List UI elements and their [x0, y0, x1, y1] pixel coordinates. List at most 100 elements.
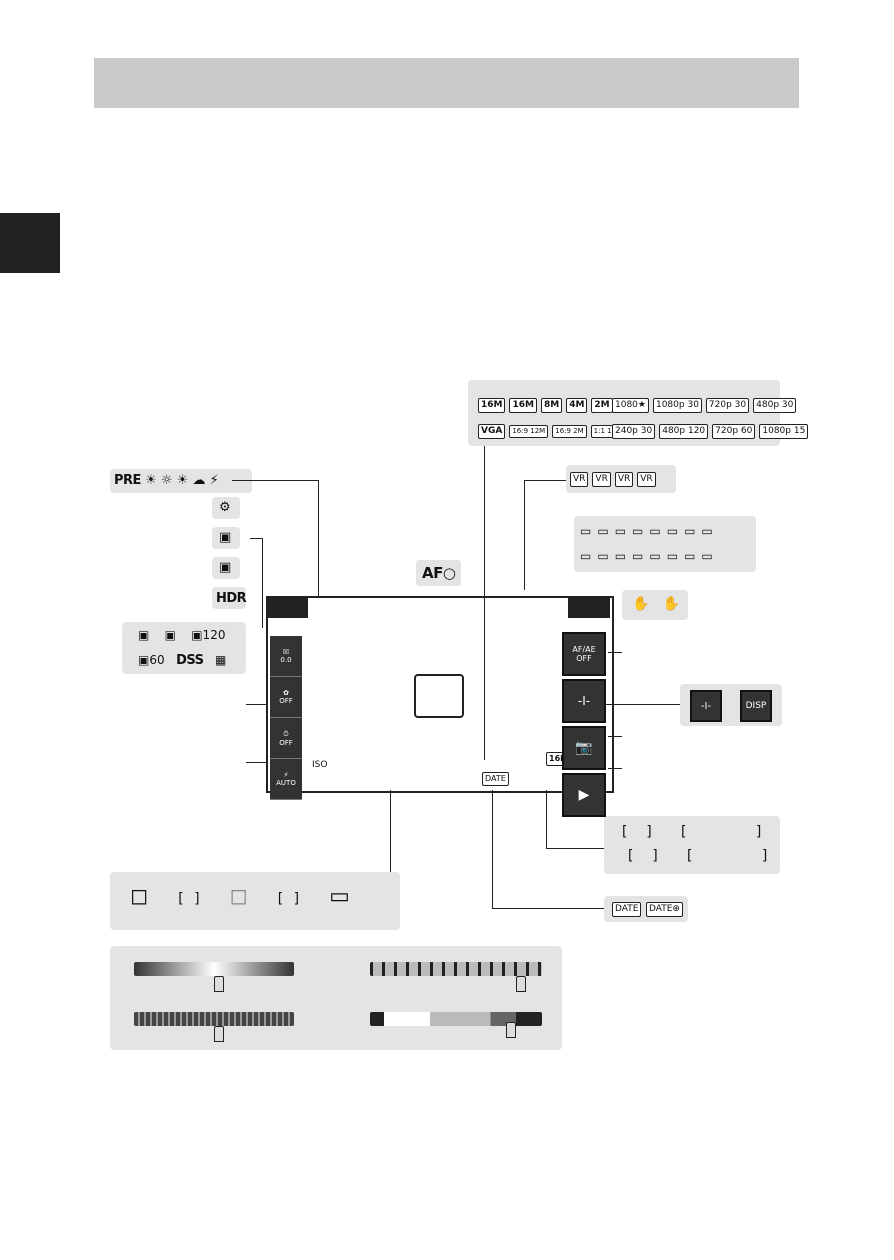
hand-row: ✋ ✋	[632, 596, 680, 612]
macro-value: OFF	[279, 697, 293, 705]
battery-icon: ▭	[666, 549, 685, 563]
bar-button[interactable]: -I-	[562, 679, 606, 723]
battery-icon: ▭	[701, 549, 719, 563]
af-bracket	[414, 674, 464, 718]
icon-panel-2	[212, 527, 240, 549]
callout-line	[232, 480, 318, 481]
callout-line	[246, 762, 266, 763]
flash-value: AUTO	[276, 779, 296, 787]
left-button-stack: ☒0.0 ✿OFF ⏱OFF ⚡AUTO	[270, 636, 302, 800]
callout-line	[524, 480, 566, 481]
af-area-panel	[110, 872, 400, 930]
movie-icon: 1080p 15	[759, 424, 809, 439]
cont-icon: ▣120	[191, 628, 226, 642]
mode-icon: 16M	[478, 398, 506, 413]
scene-row: PRE ☀ ☼ ☀ ☁ ⚡	[114, 473, 219, 488]
macro-button[interactable]: ✿OFF	[270, 677, 302, 718]
flash-icon: ⚡	[209, 473, 219, 488]
af-frame-icon: ◻	[229, 884, 248, 909]
movie-icon: 480p 30	[753, 398, 797, 413]
mode-icon: 16:9 2M	[552, 425, 587, 438]
callout-line	[546, 848, 604, 849]
header-bar	[94, 58, 799, 108]
date-icon: DATE⊕	[646, 902, 683, 917]
icon-panel-4	[212, 587, 246, 609]
mode-icon: 4M	[566, 398, 588, 413]
disp-button[interactable]: DISP	[740, 690, 772, 722]
mode-icon: 8M	[540, 398, 563, 413]
bracket-panel	[604, 816, 780, 874]
callout-line	[484, 446, 485, 760]
vr-icon: VR	[614, 472, 634, 487]
pre-icon: PRE	[114, 473, 141, 488]
movie-icon: 1080p 30	[652, 398, 702, 413]
af-bracket-icon: [ ]	[275, 891, 302, 907]
slider-bar	[134, 1012, 294, 1026]
icon-panel-3	[212, 557, 240, 579]
movie-icon: 480p 120	[659, 424, 709, 439]
flash-button[interactable]: ⚡AUTO	[270, 759, 302, 800]
af-box-icon: ▭	[329, 884, 350, 909]
timer-button[interactable]: ⏱OFF	[270, 718, 302, 759]
right-button-stack: AF/AE OFF -I- 📷 ▶	[562, 632, 606, 817]
af-indicator: AF○	[416, 560, 462, 586]
hand-icon: ✋	[662, 596, 681, 612]
timer-icon: ⏱	[283, 729, 289, 738]
mode-icon: 16:9 12M	[509, 425, 549, 438]
afae-button[interactable]: AF/AE OFF	[562, 632, 606, 676]
playback-button[interactable]: ▶	[562, 773, 606, 817]
hand-panel	[622, 590, 688, 620]
movie-icon: 240p 30	[612, 424, 656, 439]
battery-icon: ▭	[597, 524, 615, 538]
cont-icon: ▦	[214, 653, 227, 667]
continuous-top: ▣ ▣ ▣120	[138, 628, 225, 642]
battery-icon: ▭	[632, 549, 650, 563]
slider-bar	[370, 1012, 542, 1026]
exposure-button[interactable]: ☒0.0	[270, 636, 302, 677]
exposure-icon: ☒	[282, 648, 290, 656]
continuous-panel	[122, 622, 246, 674]
af-area-row: ◻ [ ] ◻ [ ] ▭	[130, 884, 350, 909]
bar-button[interactable]: -I-	[690, 690, 722, 722]
mode-icon: VGA	[478, 424, 506, 439]
battery-panel	[574, 516, 756, 572]
battery-icon: ▭	[614, 524, 633, 538]
screen-corner	[568, 596, 610, 618]
af-frame-icon: ◻	[130, 884, 149, 909]
continuous-bottom: ▣60 DSS ▦	[138, 653, 226, 668]
slider-marker	[214, 1026, 224, 1042]
battery-icon: ▭	[649, 524, 667, 538]
battery-bottom: ▭▭▭▭▭▭▭▭	[580, 549, 719, 563]
date-stamp: DATE	[482, 772, 509, 786]
sun-icon: ☀	[176, 473, 189, 488]
vr-icon: VR	[637, 472, 656, 487]
dss-icon: DSS	[176, 653, 204, 668]
battery-icon: ▭	[684, 549, 702, 563]
callout-line	[390, 790, 391, 872]
bracket-row: [ ] [ ]	[620, 824, 764, 840]
shutter-button[interactable]: 📷	[562, 726, 606, 770]
battery-icon: ▭	[580, 524, 598, 538]
slider-marker	[516, 976, 526, 992]
movie-icon: 720p 30	[705, 398, 750, 413]
vr-icon: VR	[592, 472, 611, 487]
callout-line	[608, 736, 622, 737]
slider-marker	[214, 976, 224, 992]
callout-line	[492, 790, 493, 908]
cont-icon: ▣	[138, 628, 150, 642]
bracket-row: [ ] [ ]	[626, 848, 770, 864]
date-icon: DATE	[612, 902, 642, 917]
settings-icon: ⚙	[219, 500, 231, 515]
sun-icon: ☀	[145, 473, 157, 488]
frame-icon: ▣	[219, 530, 232, 545]
slider-bar	[134, 962, 294, 976]
callout-line	[318, 480, 319, 596]
hand-icon: ✋	[632, 596, 650, 612]
callout-line	[608, 652, 622, 653]
battery-top: ▭▭▭▭▭▭▭▭	[580, 524, 719, 538]
movie-icon: 1080★	[612, 398, 649, 413]
